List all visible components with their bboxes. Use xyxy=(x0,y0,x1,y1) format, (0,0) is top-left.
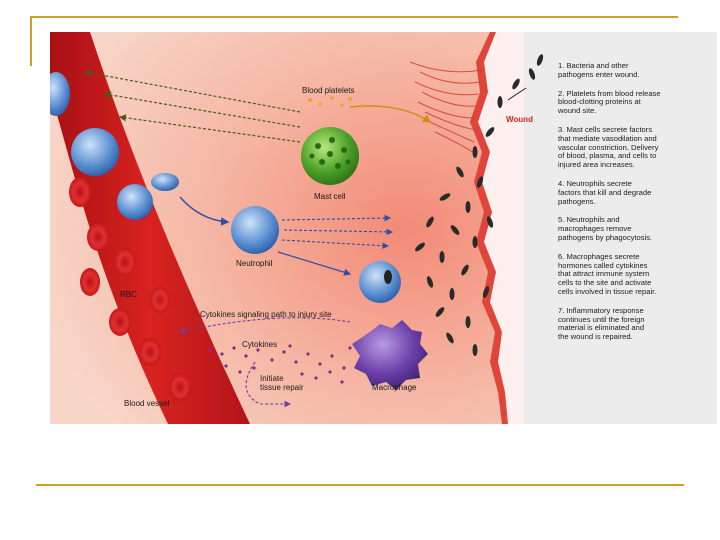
neutrophil-vessel-3 xyxy=(117,184,153,220)
inflammatory-response-figure: Blood platelets Wound Mast cell Neutroph… xyxy=(50,32,717,424)
step-5-line-3: pathogens by phagocytosis. xyxy=(558,234,708,243)
label-blood-vessel: Blood vessel xyxy=(124,399,169,408)
steps-list: 1. Bacteria and other pathogens enter wo… xyxy=(558,62,708,352)
neutrophil-tissue xyxy=(231,206,279,254)
label-rbc: RBC xyxy=(120,290,137,299)
step-6: 6. Macrophages secrete hormones called c… xyxy=(558,253,708,297)
rbc-8 xyxy=(169,373,191,401)
label-wound: Wound xyxy=(506,115,533,124)
step-3-line-5: injured area increases. xyxy=(558,161,708,170)
step-7-line-4: the wound is repaired. xyxy=(558,333,708,342)
step-2: 2. Platelets from blood release blood-cl… xyxy=(558,90,708,116)
label-blood-platelets: Blood platelets xyxy=(302,86,354,95)
step-1: 1. Bacteria and other pathogens enter wo… xyxy=(558,62,708,80)
rbc-1 xyxy=(69,177,91,207)
label-neutrophil: Neutrophil xyxy=(236,259,272,268)
rbc-3 xyxy=(80,268,100,296)
step-4: 4. Neutrophils secrete factors that kill… xyxy=(558,180,708,206)
rbc-6 xyxy=(139,338,161,366)
rbc-4 xyxy=(114,248,136,276)
step-3: 3. Mast cells secrete factors that media… xyxy=(558,126,708,170)
step-4-line-3: pathogens. xyxy=(558,198,708,207)
label-macrophage: Macrophage xyxy=(372,383,416,392)
step-7: 7. Inflammatory response continues until… xyxy=(558,307,708,342)
slide-rule-bottom xyxy=(36,484,684,486)
step-6-line-5: cells involved in tissue repair. xyxy=(558,288,708,297)
label-cytokines: Cytokines xyxy=(242,340,277,349)
slide-rule-top xyxy=(30,16,678,18)
neutrophil-phagocytosis xyxy=(359,261,401,303)
neutrophil-emigrating xyxy=(151,173,179,191)
step-1-line-2: pathogens enter wound. xyxy=(558,71,708,80)
step-5: 5. Neutrophils and macrophages remove pa… xyxy=(558,216,708,242)
slide-rule-left xyxy=(30,16,32,66)
label-cytokines-signaling: Cytokines signaling path to injury site xyxy=(200,310,332,319)
rbc-7 xyxy=(150,287,170,313)
label-initiate: Initiate xyxy=(260,374,284,383)
rbc-2 xyxy=(87,223,109,251)
label-mast-cell: Mast cell xyxy=(314,192,346,201)
step-2-line-3: wound site. xyxy=(558,107,708,116)
label-tissue-repair: tissue repair xyxy=(260,383,304,392)
engulfed-bacterium xyxy=(384,270,392,284)
rbc-5 xyxy=(109,308,131,336)
neutrophil-vessel-2 xyxy=(71,128,119,176)
